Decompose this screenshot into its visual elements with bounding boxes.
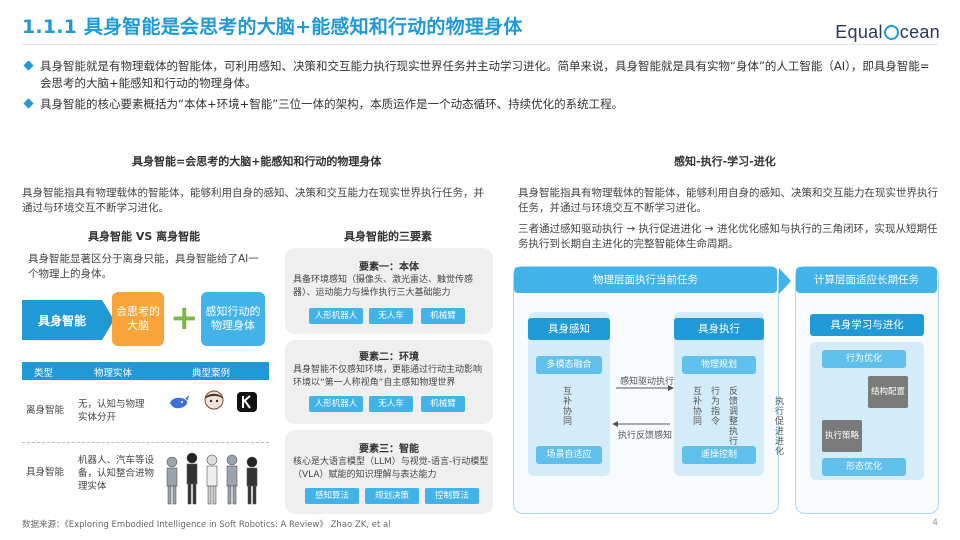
panel-arrow-icon xyxy=(779,268,791,294)
bullet-text: 具身智能就是有物理载体的智能体，可利用感知、决策和交互能力执行现实世界任务并主动… xyxy=(40,59,930,90)
kimi-app-icon xyxy=(237,392,257,412)
bullet-item: 具身智能就是有物理载体的智能体，可利用感知、决策和交互能力执行现实世界任务并主动… xyxy=(22,58,940,92)
element-card: 要素二：环境 具身智能不仅感知环境，更能通过行动主动影响环境以“第一人称视角”自… xyxy=(285,340,493,424)
title-divider xyxy=(22,44,938,45)
summary-bullets: 具身智能就是有物理载体的智能体，可利用感知、决策和交互能力执行现实世界任务并主动… xyxy=(22,58,940,117)
robots-illustration xyxy=(160,448,270,510)
whale-app-icon xyxy=(168,391,190,413)
element-tag: 感知算法 xyxy=(305,488,359,504)
right-section-loop: 三者通过感知驱动执行 → 执行促进进化 → 进化优化感知与执行的三角闭环，实现从… xyxy=(518,223,938,250)
right-section-intro: 具身智能指具有物理载体的智能体，能够利用自身的感知、决策和交互能力在现实世界执行… xyxy=(518,187,938,214)
arrow-right-icon xyxy=(102,300,114,340)
table-header-example: 典型案例 xyxy=(192,368,231,379)
behavior-opt-box: 行为优化 xyxy=(822,350,906,368)
brain-box: 会思考的大脑 xyxy=(112,292,164,346)
motion-box: 物理规划 xyxy=(682,356,756,374)
left-section-title: 具身智能=会思考的大脑+能感知和行动的物理身体 xyxy=(132,155,382,168)
element-tag: 机械臂 xyxy=(421,396,465,412)
page-title: 1.1.1 具身智能是会思考的大脑+能感知和行动的物理身体 xyxy=(22,16,523,38)
diamond-bullet-icon xyxy=(23,98,34,109)
perception-box: 具身感知 xyxy=(528,318,610,340)
table-row-type: 离身智能 xyxy=(26,405,65,416)
physical-layer-header: 物理层面执行当前任务 xyxy=(514,267,777,293)
comparison-title: 具身智能 VS 离身智能 xyxy=(88,230,201,243)
strategy-box: 执行策略 xyxy=(822,420,862,452)
exec-evolve-label: 执行促进进化 xyxy=(773,396,783,456)
scene-box: 场景自适应 xyxy=(536,446,602,464)
loop-arrows-icon xyxy=(612,385,674,427)
element-tag: 无人车 xyxy=(369,396,413,412)
form-opt-box: 形态优化 xyxy=(822,458,906,476)
fusion-box: 多模态融合 xyxy=(536,356,602,374)
element-card-title: 要素三：智能 xyxy=(359,444,419,455)
element-card-text: 具备环境感知（摄像头、激光雷达、触觉传感器）、运动能力与操作执行三大基础能力 xyxy=(293,275,474,298)
elements-title: 具身智能的三要素 xyxy=(344,230,432,243)
execution-box: 具身执行 xyxy=(674,318,764,340)
table-row-entity: 无，认知与物理实体分开 xyxy=(78,399,145,423)
table-header-entity: 物理实体 xyxy=(94,368,133,379)
element-tag: 人形机器人 xyxy=(309,308,363,324)
compute-layer-header: 计算层面适应长期任务 xyxy=(796,267,937,293)
embodied-label-block: 具身智能 xyxy=(22,300,102,340)
comparison-desc: 具身智能显著区分于离身只能，具身智能给了AI一个物理上的身体。 xyxy=(28,253,259,280)
structure-box: 结构配置 xyxy=(868,376,908,408)
feedback-label: 反馈调整执行 xyxy=(727,386,737,446)
element-card-title: 要素一：本体 xyxy=(359,262,419,273)
equalocean-logo: Equal cean xyxy=(835,22,940,43)
bullet-item: 具身智能的核心要素概括为“本体+环境+智能”三位一体的架构，本质运作是一个动态循… xyxy=(22,96,940,113)
plus-icon: + xyxy=(170,298,199,338)
comparison-table-header: 类型 物理实体 典型案例 xyxy=(22,362,269,380)
bullet-text: 具身智能的核心要素概括为“本体+环境+智能”三位一体的架构，本质运作是一个动态循… xyxy=(40,97,624,111)
left-section-intro: 具身智能指具有物理载体的智能体，能够利用自身的感知、决策和交互能力在现实世界执行… xyxy=(22,187,484,214)
learning-box: 具身学习与进化 xyxy=(810,314,924,336)
table-row-entity: 机器人、汽车等设备，认知整合进物理实体 xyxy=(78,455,155,492)
logo-suffix: cean xyxy=(899,22,940,42)
element-card-title: 要素二：环境 xyxy=(359,352,419,363)
element-tag: 机械臂 xyxy=(421,308,465,324)
table-row-type: 具身智能 xyxy=(26,467,65,478)
logo-o-icon xyxy=(883,25,899,40)
table-header-type: 类型 xyxy=(34,368,54,379)
data-source: 数据来源：《Exploring Embodied Intelligence in… xyxy=(22,520,391,530)
page-number: 4 xyxy=(932,518,938,528)
perceive-drive-label: 感知驱动执行 xyxy=(620,377,675,387)
control-box: 遥操控制 xyxy=(682,446,756,464)
complement-label: 互补协同 xyxy=(561,386,571,426)
instruction-label: 行为指令 xyxy=(709,386,719,426)
element-tag: 规划决策 xyxy=(365,488,419,504)
right-section-title: 感知-执行-学习-进化 xyxy=(674,155,776,168)
element-card: 要素一：本体 具备环境感知（摄像头、激光雷达、触觉传感器）、运动能力与操作执行三… xyxy=(285,248,493,334)
element-card-text: 核心是大语言模型（LLM）与视觉-语言-行动模型（VLA）赋能的知识理解与表达能… xyxy=(293,457,489,480)
body-box: 感知行动的物理身体 xyxy=(201,292,265,346)
exec-feedback-label: 执行反馈感知 xyxy=(618,431,673,441)
element-card: 要素三：智能 核心是大语言模型（LLM）与视觉-语言-行动模型（VLA）赋能的知… xyxy=(285,430,493,514)
element-card-text: 具身智能不仅感知环境，更能通过行动主动影响环境以“第一人称视角”自主感知物理世界 xyxy=(293,365,483,388)
complement-label: 互补协同 xyxy=(691,386,701,426)
element-tag: 无人车 xyxy=(369,308,413,324)
avatar-app-icon xyxy=(203,390,225,414)
logo-prefix: Equal xyxy=(835,22,883,42)
diamond-bullet-icon xyxy=(23,60,34,71)
element-tag: 人形机器人 xyxy=(309,396,363,412)
table-divider xyxy=(22,442,269,443)
element-tag: 控制算法 xyxy=(425,488,479,504)
